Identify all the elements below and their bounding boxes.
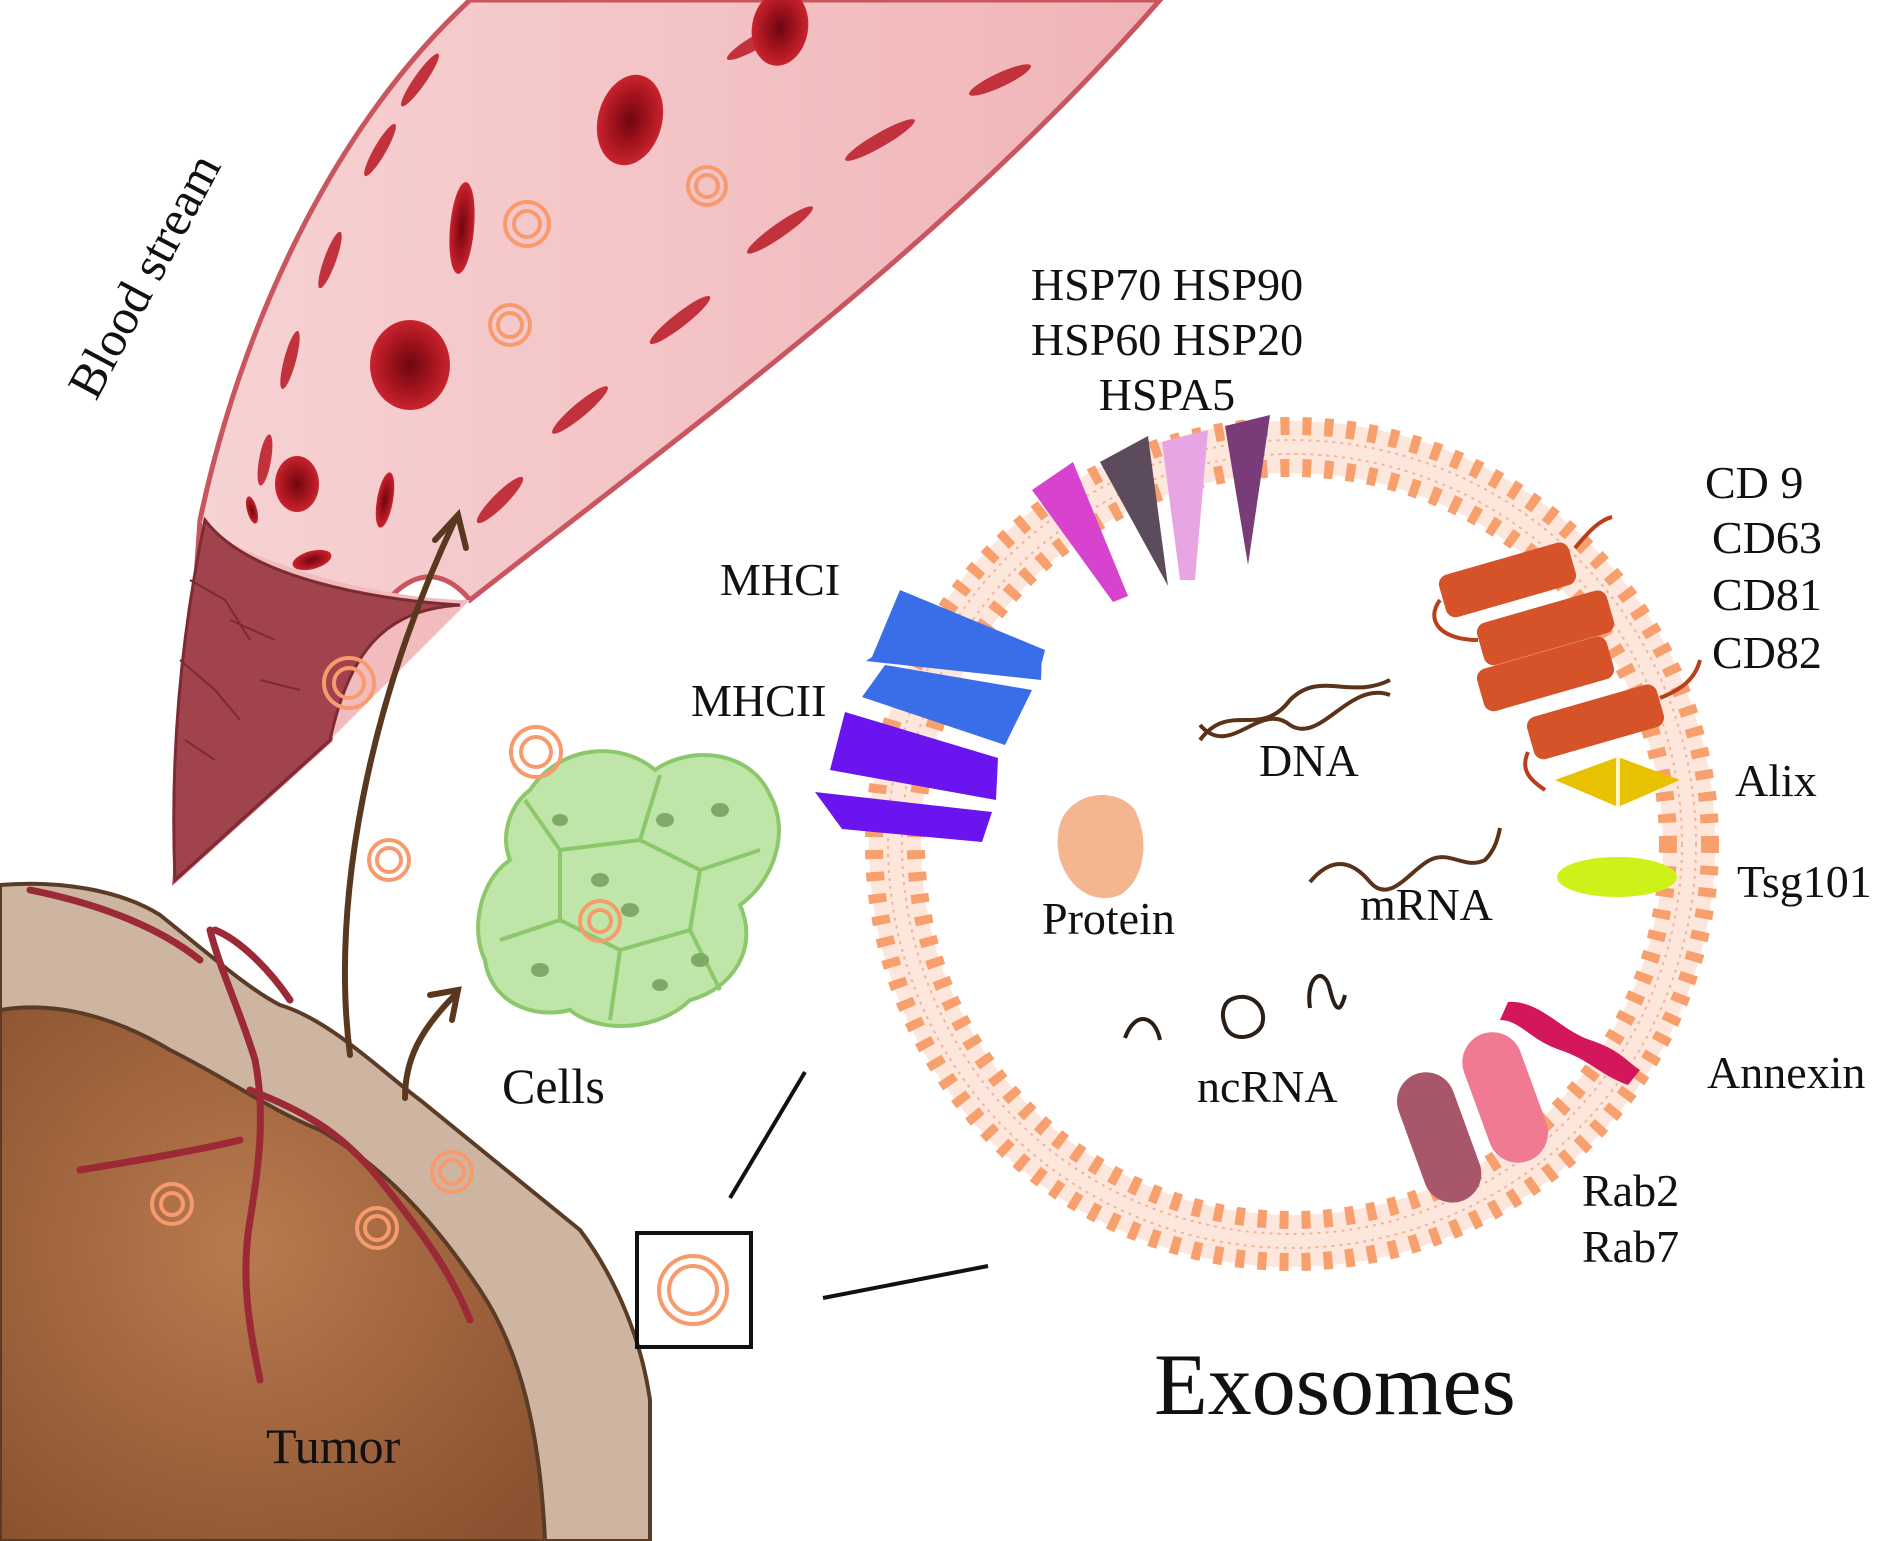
arrows — [341, 508, 469, 1101]
label-cd81: CD81 — [1712, 569, 1822, 620]
mhcii — [815, 712, 998, 842]
protein-blob — [1057, 795, 1144, 899]
ncrna — [1123, 974, 1347, 1041]
label-hsp-line1: HSP70 HSP90 — [1031, 259, 1303, 310]
tetraspanins — [1432, 515, 1702, 792]
label-cd9: CD 9 — [1705, 457, 1803, 508]
zoom-inset — [635, 1070, 989, 1349]
hsp-proteins — [1032, 415, 1270, 602]
label-cd63: CD63 — [1712, 512, 1822, 563]
label-hsp-line3: HSPA5 — [1099, 369, 1235, 420]
exosome — [815, 415, 1719, 1271]
small-exosomes — [150, 165, 728, 1250]
label-exosomes: Exosomes — [1154, 1337, 1516, 1434]
label-mrna: mRNA — [1360, 879, 1493, 930]
tumor — [0, 881, 652, 1541]
label-ncrna: ncRNA — [1197, 1061, 1338, 1112]
labels: Blood stream Tumor Cells Exosomes HSP70 … — [56, 144, 1872, 1474]
label-dna: DNA — [1259, 735, 1359, 786]
tsg101 — [1557, 857, 1677, 897]
rab7-protein — [1462, 1032, 1548, 1163]
dna — [1198, 678, 1391, 742]
label-mhcii: MHCII — [691, 675, 826, 726]
tumor-blood-vessels — [26, 886, 474, 1384]
label-rab7: Rab7 — [1582, 1221, 1679, 1272]
label-rab2: Rab2 — [1582, 1165, 1679, 1216]
arrow-to-cells — [402, 992, 458, 1101]
cell-cluster — [476, 749, 781, 1028]
annexin — [1500, 1001, 1640, 1085]
label-tumor: Tumor — [266, 1418, 401, 1474]
mhci — [862, 590, 1045, 745]
lipid-inner-layer — [907, 459, 1677, 1229]
label-tsg101: Tsg101 — [1737, 856, 1872, 907]
vessel-wall-texture — [179, 579, 301, 761]
label-blood-stream: Blood stream — [56, 144, 231, 407]
label-mhci: MHCI — [720, 554, 840, 605]
label-protein: Protein — [1042, 893, 1175, 944]
red-blood-cells — [245, 0, 809, 571]
label-cd82: CD82 — [1712, 627, 1822, 678]
label-cells: Cells — [502, 1058, 605, 1114]
mrna — [1308, 827, 1502, 892]
rab2-protein — [1397, 1072, 1482, 1203]
label-alix: Alix — [1735, 755, 1817, 806]
blood-vessel — [172, 0, 1164, 887]
label-hsp-line2: HSP60 HSP20 — [1031, 314, 1303, 365]
arrow-to-blood-stream — [341, 517, 458, 1058]
vessel-endothelial-cells — [257, 20, 1031, 524]
lipid-outer-layer — [865, 417, 1719, 1271]
label-annexin: Annexin — [1707, 1047, 1865, 1098]
